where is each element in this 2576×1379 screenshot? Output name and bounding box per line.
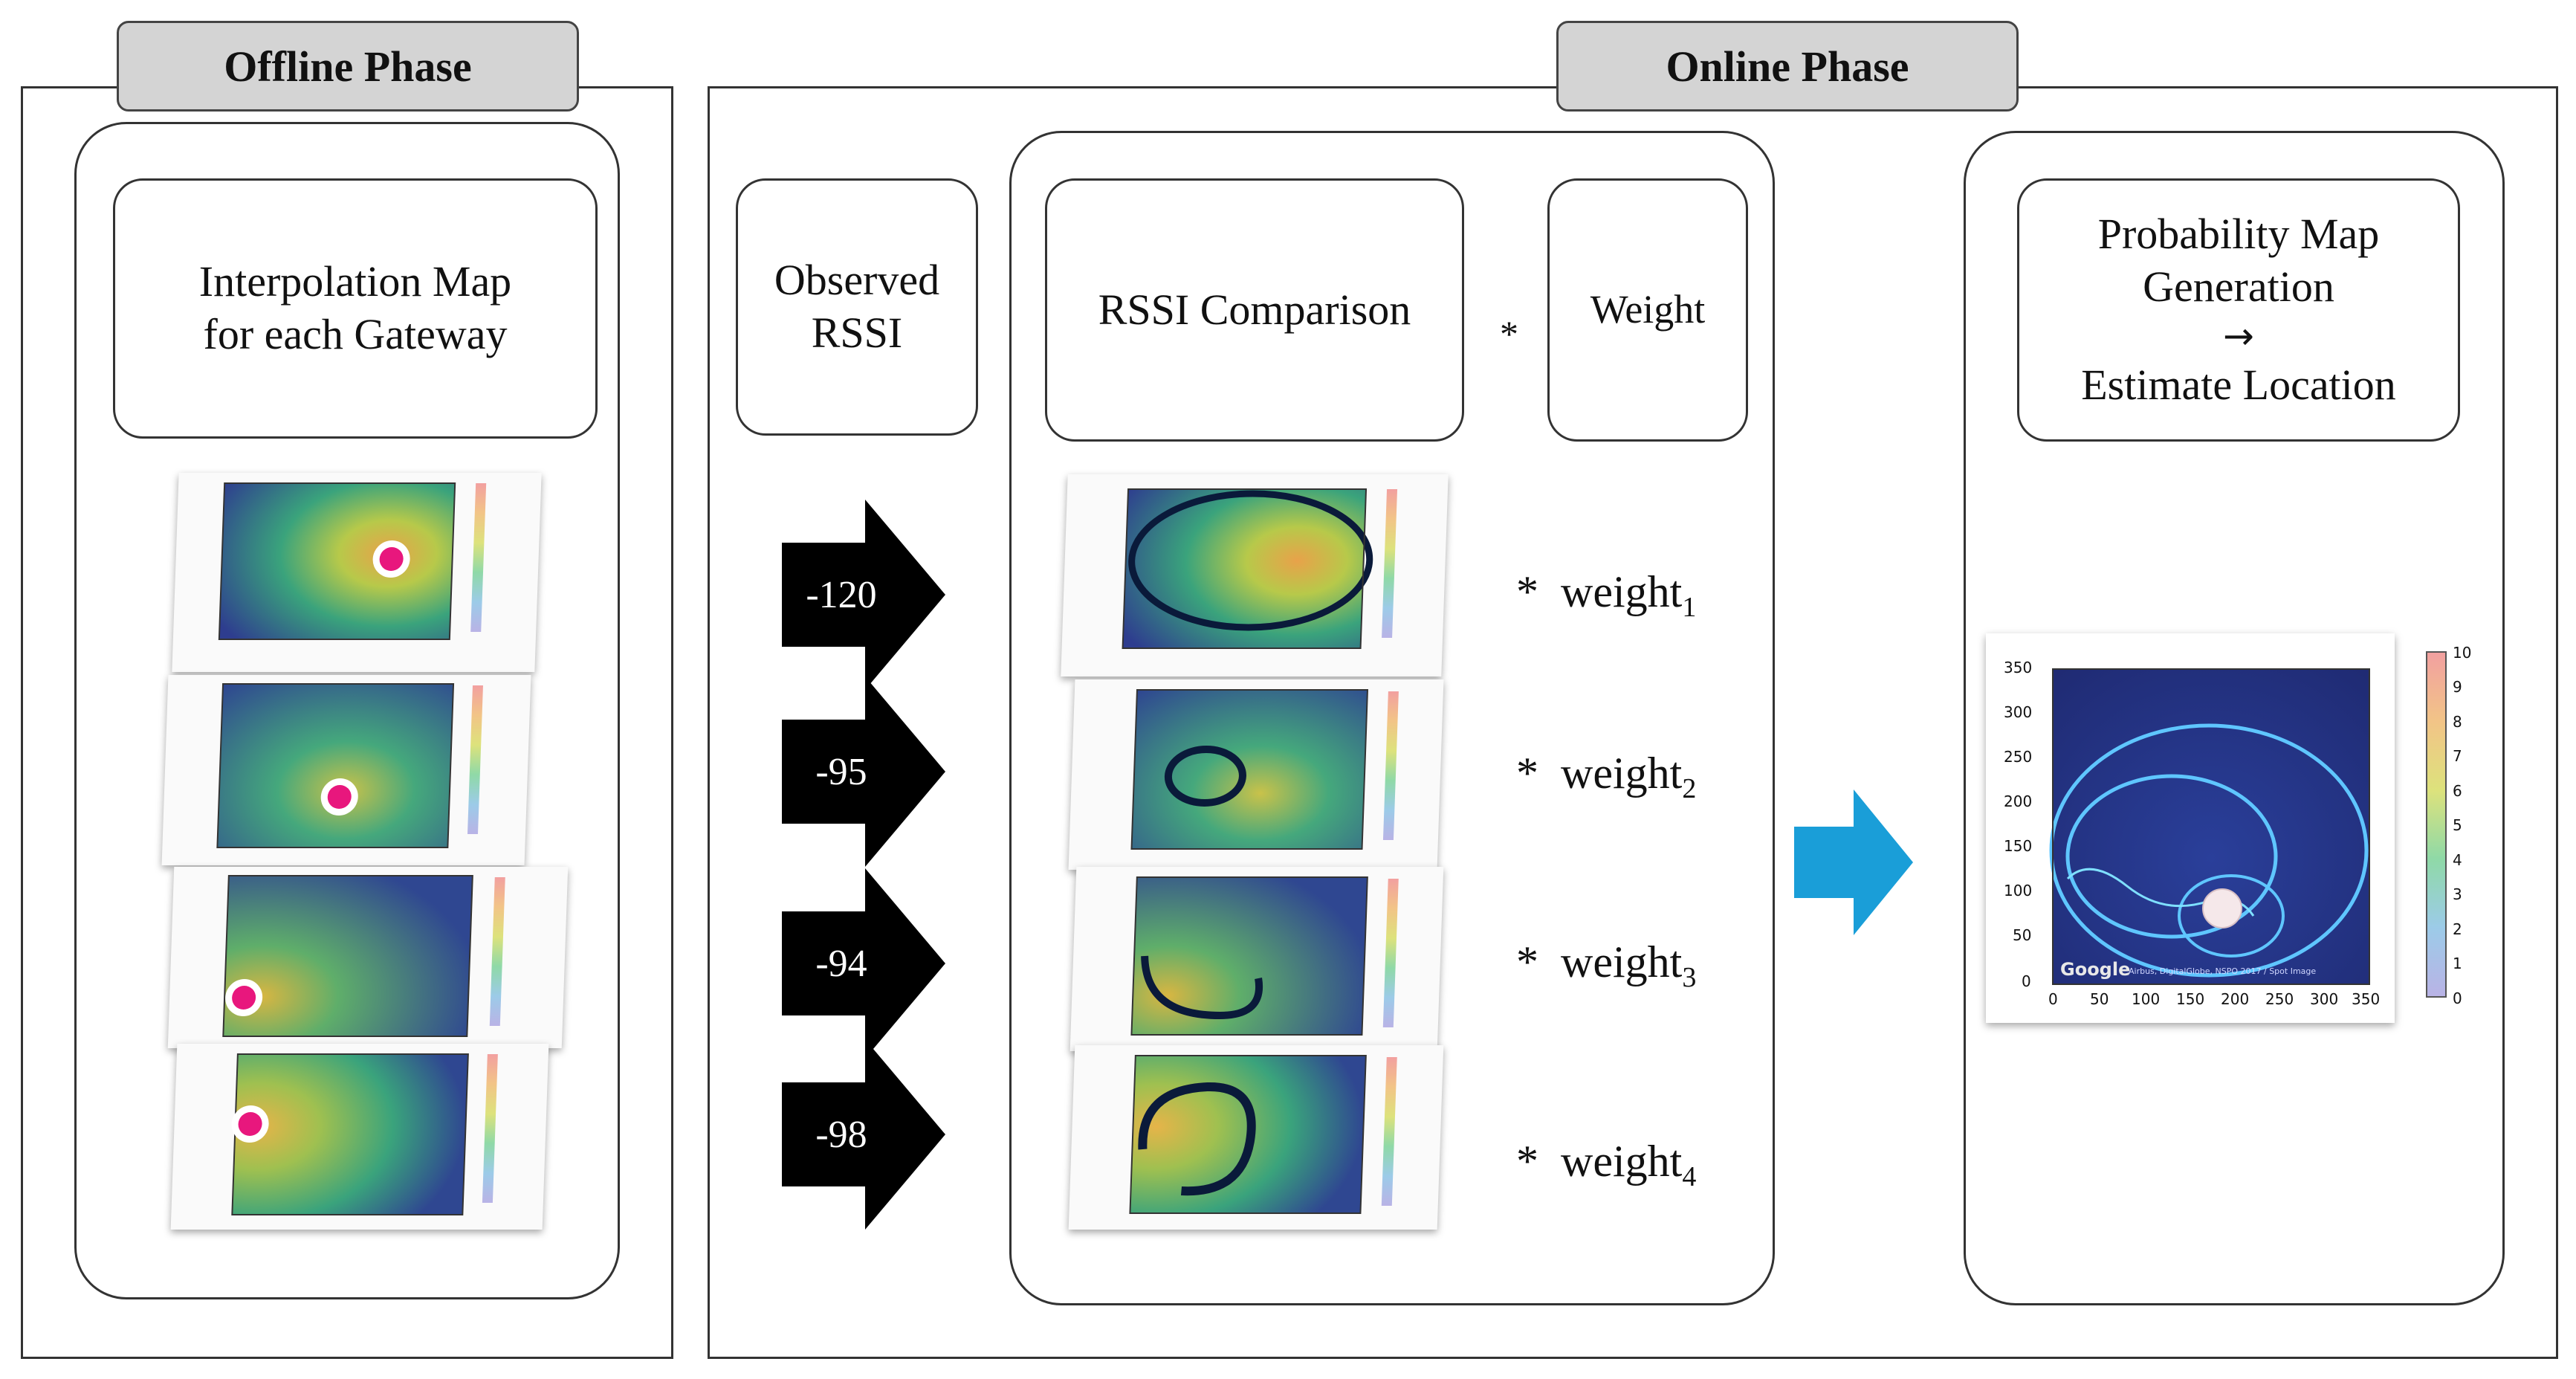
x-tick-350: 350 — [2352, 990, 2381, 1008]
interpolation-map-gateway-1 — [172, 473, 542, 672]
gateway-4-dot — [238, 1112, 262, 1136]
x-tick-50: 50 — [2090, 990, 2109, 1008]
observed-rssi-line2: RSSI — [811, 309, 903, 357]
y-tick-350: 350 — [2004, 659, 2033, 676]
map-attribution: Airbus, DigitalGlobe, NSPO 2017 / Spot I… — [2129, 966, 2317, 976]
multiply-symbol: * — [1500, 313, 1518, 355]
weight-text-4: weight — [1561, 1137, 1683, 1186]
weight-sub-2: 2 — [1682, 773, 1697, 804]
y-tick-50: 50 — [2013, 926, 2032, 944]
weight-label: Weight — [1547, 178, 1748, 442]
weight-term-4: * weight4 — [1516, 1136, 1696, 1193]
flow-arrow-icon — [1794, 789, 1913, 935]
x-tick-200: 200 — [2221, 990, 2250, 1008]
rssi-value-3: -94 — [815, 942, 867, 985]
weight-text-1: weight — [1561, 567, 1683, 616]
cbar-tick-7: 7 — [2453, 747, 2462, 765]
probability-colorbar: 10 9 8 7 6 5 4 3 2 1 0 — [2426, 644, 2488, 1007]
cbar-tick-9: 9 — [2453, 678, 2462, 696]
weight-star-3: * — [1516, 937, 1538, 986]
weight-term-3: * weight3 — [1516, 937, 1696, 994]
gateway-3-dot — [232, 986, 256, 1010]
y-tick-0: 0 — [2022, 972, 2031, 990]
probability-arrow: → — [2223, 314, 2254, 358]
y-tick-250: 250 — [2004, 748, 2033, 766]
rssi-value-4: -98 — [815, 1113, 867, 1156]
interpolation-map-gateway-4 — [170, 1044, 549, 1230]
cbar-tick-5: 5 — [2453, 816, 2462, 834]
cbar-tick-1: 1 — [2453, 955, 2462, 972]
weight-text-3: weight — [1561, 937, 1683, 986]
probability-map-plot — [2049, 668, 2370, 985]
comparison-map-1 — [1061, 474, 1449, 676]
x-tick-100: 100 — [2132, 990, 2161, 1008]
weight-sub-3: 3 — [1682, 962, 1697, 993]
comparison-map-3 — [1069, 867, 1444, 1051]
weight-term-2: * weight2 — [1516, 748, 1696, 805]
probability-line3: Estimate Location — [2081, 360, 2396, 409]
observed-rssi-label: Observed RSSI — [736, 178, 978, 436]
y-tick-200: 200 — [2004, 792, 2033, 810]
cbar-tick-3: 3 — [2453, 885, 2462, 903]
rssi-value-2: -95 — [815, 750, 867, 793]
cbar-tick-8: 8 — [2453, 713, 2462, 731]
comparison-map-2 — [1068, 679, 1444, 870]
weight-sub-1: 1 — [1682, 592, 1697, 623]
map-watermark: Google — [2060, 959, 2131, 980]
weight-star-1: * — [1516, 567, 1538, 616]
interpolation-map-label: Interpolation Map for each Gateway — [113, 178, 598, 439]
rssi-arrow-2: -95 — [782, 676, 945, 867]
gateway-2-dot — [327, 785, 352, 809]
cbar-tick-6: 6 — [2453, 782, 2462, 800]
interpolation-title-line1: Interpolation Map — [198, 257, 512, 306]
offline-phase-tab: Offline Phase — [117, 21, 579, 112]
probability-line2: Generation — [2143, 262, 2334, 311]
x-tick-0: 0 — [2048, 990, 2058, 1008]
x-tick-250: 250 — [2265, 990, 2294, 1008]
interpolation-map-gateway-2 — [161, 675, 531, 865]
interpolation-map-gateway-3 — [167, 867, 569, 1048]
cbar-tick-10: 10 — [2453, 644, 2472, 662]
cbar-tick-2: 2 — [2453, 920, 2462, 938]
y-tick-300: 300 — [2004, 703, 2033, 721]
weight-sub-4: 4 — [1682, 1161, 1697, 1192]
comparison-map-4 — [1068, 1045, 1444, 1230]
probability-map-label: Probability Map Generation → Estimate Lo… — [2017, 178, 2460, 442]
rssi-arrow-3: -94 — [782, 868, 945, 1059]
rssi-comparison-label: RSSI Comparison — [1045, 178, 1464, 442]
rssi-value-1: -120 — [806, 573, 877, 616]
probability-map-figure: 350 300 250 200 150 100 50 0 0 50 100 15… — [1986, 633, 2395, 1023]
observed-rssi-line1: Observed — [774, 256, 940, 305]
weight-term-1: * weight1 — [1516, 566, 1696, 624]
cbar-tick-0: 0 — [2453, 989, 2462, 1007]
cbar-tick-4: 4 — [2453, 851, 2462, 869]
colorbar-gradient — [2426, 651, 2447, 998]
rssi-arrow-1: -120 — [782, 500, 945, 690]
weight-text-2: weight — [1561, 749, 1683, 798]
gateway-1-dot — [379, 547, 404, 571]
rssi-arrow-4: -98 — [782, 1039, 945, 1230]
x-tick-150: 150 — [2176, 990, 2205, 1008]
y-tick-150: 150 — [2004, 837, 2033, 855]
weight-star-2: * — [1516, 749, 1538, 798]
weight-star-4: * — [1516, 1137, 1538, 1186]
probability-line1: Probability Map — [2097, 210, 2380, 259]
y-tick-100: 100 — [2004, 882, 2033, 900]
x-tick-300: 300 — [2310, 990, 2339, 1008]
online-phase-tab: Online Phase — [1556, 21, 2019, 112]
interpolation-title-line2: for each Gateway — [203, 310, 508, 358]
